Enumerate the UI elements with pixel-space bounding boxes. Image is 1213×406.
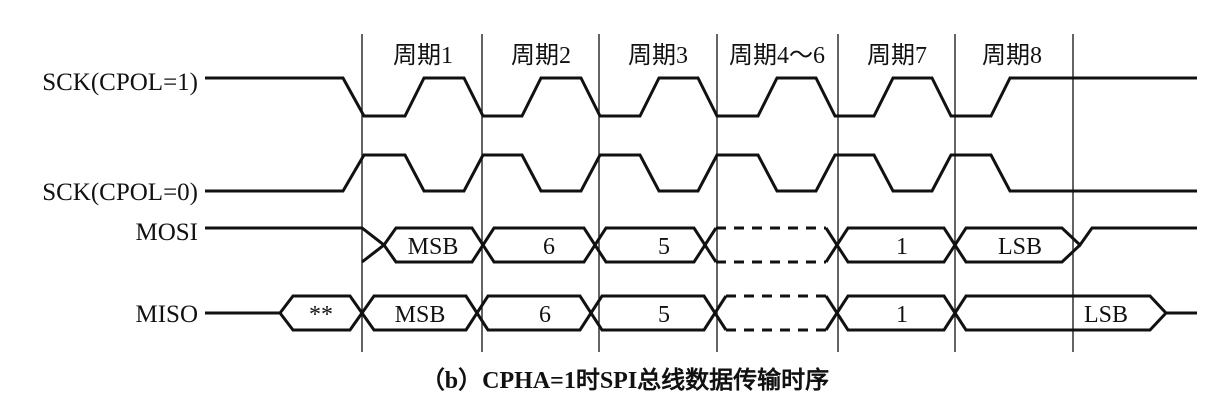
signal-label-mosi: MOSI xyxy=(135,219,198,246)
mosi-waveform xyxy=(205,226,1197,264)
miso-bit-labels: ** MSB 6 5 1 LSB xyxy=(309,302,1128,328)
signal-labels: SCK(CPOL=1) SCK(CPOL=0) MOSI MISO xyxy=(42,69,198,328)
cycle-labels: 周期1 周期2 周期3 周期4～6 周期7 周期8 xyxy=(393,43,1042,69)
miso-bit-label: 5 xyxy=(658,302,670,328)
cycle-label-2: 周期2 xyxy=(511,43,571,69)
miso-bit-1-low xyxy=(824,294,1168,332)
mosi-bit-label: 1 xyxy=(896,234,908,260)
mosi-bit-label: 5 xyxy=(658,234,670,260)
signal-label-sck-cpol0: SCK(CPOL=0) xyxy=(42,179,198,206)
signal-label-miso: MISO xyxy=(135,301,198,328)
mosi-bit-label: 6 xyxy=(543,234,555,260)
mosi-bit-label: MSB xyxy=(408,234,459,260)
mosi-bit-msb xyxy=(382,226,718,264)
miso-bit-label: LSB xyxy=(1084,302,1128,328)
miso-waveform xyxy=(205,294,1197,332)
miso-pre-label: ** xyxy=(309,302,333,328)
mosi-bit-label: LSB xyxy=(998,234,1042,260)
miso-bit-1 xyxy=(824,294,1197,332)
mosi-bit-msb-low xyxy=(382,226,718,264)
miso-bit-label: MSB xyxy=(395,302,446,328)
mosi-idle-left xyxy=(205,226,385,247)
cycle-boundaries xyxy=(361,34,1074,352)
cycle-label-1: 周期1 xyxy=(393,43,453,69)
signal-label-sck-cpol1: SCK(CPOL=1) xyxy=(42,69,198,96)
mosi-bit-labels: MSB 6 5 1 LSB xyxy=(408,234,1042,260)
miso-idle-left xyxy=(205,294,728,332)
cycle-label-8: 周期8 xyxy=(982,43,1042,69)
sck-cpol0-waveform xyxy=(205,153,1197,193)
cycle-label-7: 周期7 xyxy=(867,43,927,69)
mosi-bit-1-low xyxy=(824,226,1082,264)
mosi-bit-1 xyxy=(824,226,1197,264)
mosi-idle-left-low xyxy=(361,243,385,264)
cycle-label-3: 周期3 xyxy=(628,43,688,69)
figure-caption: （b）CPHA=1时SPI总线数据传输时序 xyxy=(421,366,829,394)
miso-idle-left-low xyxy=(278,294,728,332)
miso-bit-label: 6 xyxy=(539,302,551,328)
sck-cpol1-waveform xyxy=(205,76,1197,118)
miso-bit-label: 1 xyxy=(896,302,908,328)
cycle-label-4-6: 周期4～6 xyxy=(729,43,825,69)
